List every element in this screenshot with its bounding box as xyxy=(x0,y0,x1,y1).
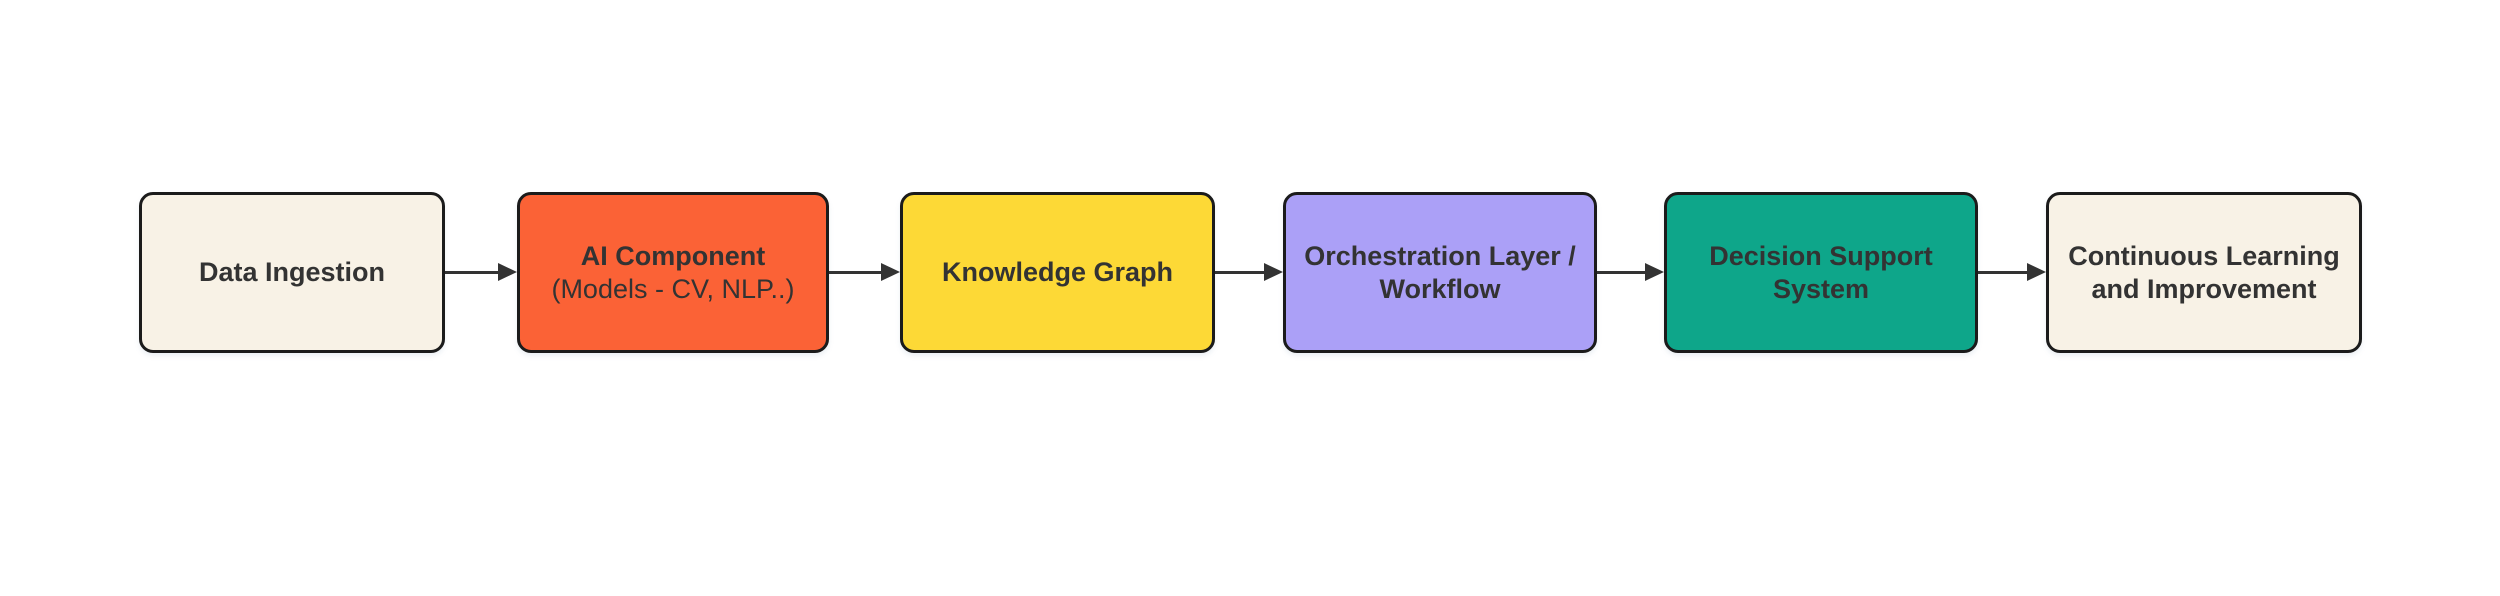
arrow-knowledge-graph-to-orchestration-layer xyxy=(1215,263,1283,281)
node-knowledge-graph: Knowledge Graph xyxy=(900,192,1215,353)
arrowhead-icon xyxy=(881,263,900,281)
arrow-decision-support-to-continuous-learning xyxy=(1978,263,2046,281)
node-label: Decision Support xyxy=(1709,240,1933,271)
node-orchestration-layer: Orchestration Layer / Workflow xyxy=(1283,192,1597,353)
arrow-ai-component-to-knowledge-graph xyxy=(829,263,900,281)
node-label: Data Ingestion xyxy=(198,257,386,287)
arrow-shaft xyxy=(1215,270,1264,274)
arrowhead-icon xyxy=(1264,263,1283,281)
node-label: Knowledge Graph xyxy=(941,257,1174,287)
arrow-shaft xyxy=(1597,270,1645,274)
arrowhead-icon xyxy=(498,263,517,281)
arrowhead-icon xyxy=(2027,263,2046,281)
node-sublabel: (Models - CV, NLP..) xyxy=(551,273,795,304)
node-label: and Improvement xyxy=(2091,273,2317,304)
node-label: Orchestration Layer / xyxy=(1304,240,1576,271)
node-label: Workflow xyxy=(1379,273,1501,304)
arrow-orchestration-layer-to-decision-support xyxy=(1597,263,1664,281)
node-continuous-learning: Continuous Learning and Improvement xyxy=(2046,192,2362,353)
node-label: System xyxy=(1772,273,1870,304)
arrow-data-ingestion-to-ai-component xyxy=(445,263,517,281)
arrow-shaft xyxy=(445,270,498,274)
node-label: Continuous Learning xyxy=(2068,240,2340,271)
arrow-shaft xyxy=(829,270,881,274)
node-decision-support: Decision Support System xyxy=(1664,192,1978,353)
node-label: AI Component xyxy=(580,240,766,271)
node-data-ingestion: Data Ingestion xyxy=(139,192,445,353)
node-ai-component: AI Component (Models - CV, NLP..) xyxy=(517,192,829,353)
arrowhead-icon xyxy=(1645,263,1664,281)
arrow-shaft xyxy=(1978,270,2027,274)
